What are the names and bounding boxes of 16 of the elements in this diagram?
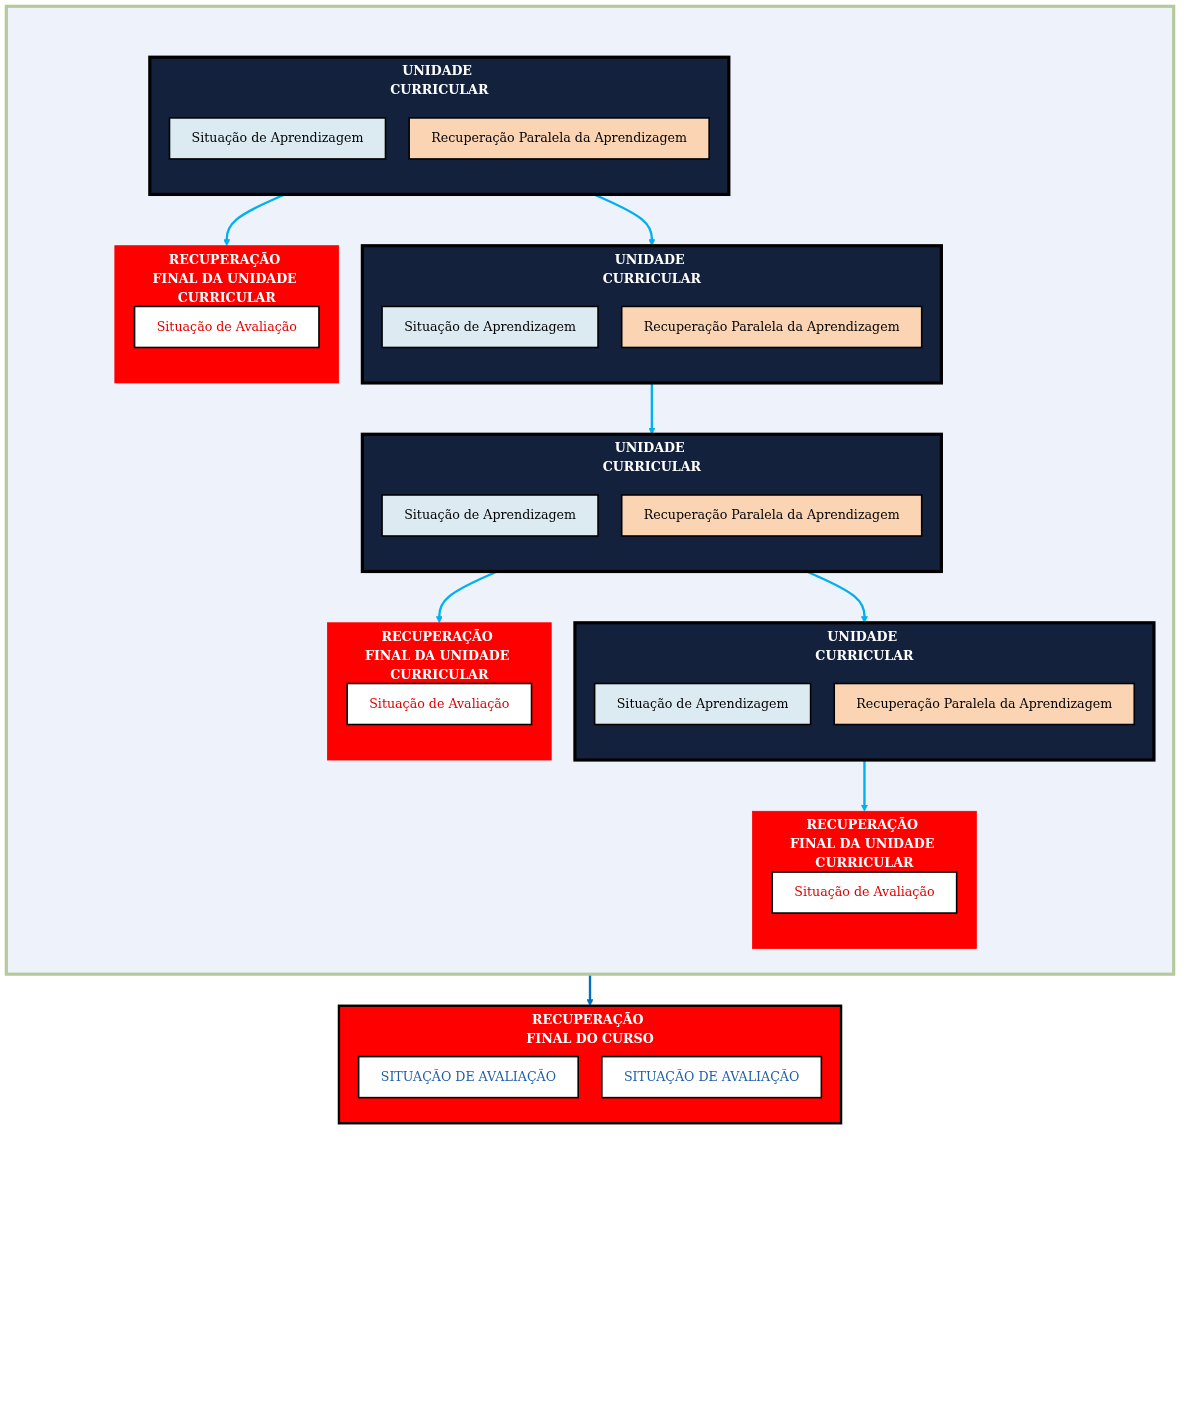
node-box: Situação de Aprendizagem xyxy=(168,117,387,160)
node-box: Situação de Avaliação xyxy=(771,871,958,914)
arrow xyxy=(648,382,656,435)
node-box: Recuperação Paralela da Aprendizagem xyxy=(620,494,923,537)
node-box: Situação de Avaliação xyxy=(133,305,320,349)
cluster xyxy=(4,4,1176,976)
node-box: Situação de Avaliação xyxy=(346,682,533,726)
node-box: Recuperação Paralela da Aprendizagem xyxy=(620,305,923,349)
arrow xyxy=(860,760,868,812)
node-box: SITUAÇÃO DE AVALIAÇÃO xyxy=(357,1055,579,1099)
node-box: Situação de Aprendizagem xyxy=(381,494,599,537)
node-box: SITUAÇÃO DE AVALIAÇÃO xyxy=(601,1055,823,1099)
node-box: Situação de Aprendizagem xyxy=(593,682,812,726)
node-box: Recuperação Paralela da Aprendizagem xyxy=(833,682,1136,726)
node-box: Recuperação Paralela da Aprendizagem xyxy=(408,117,710,160)
node-box: Situação de Aprendizagem xyxy=(381,305,599,349)
